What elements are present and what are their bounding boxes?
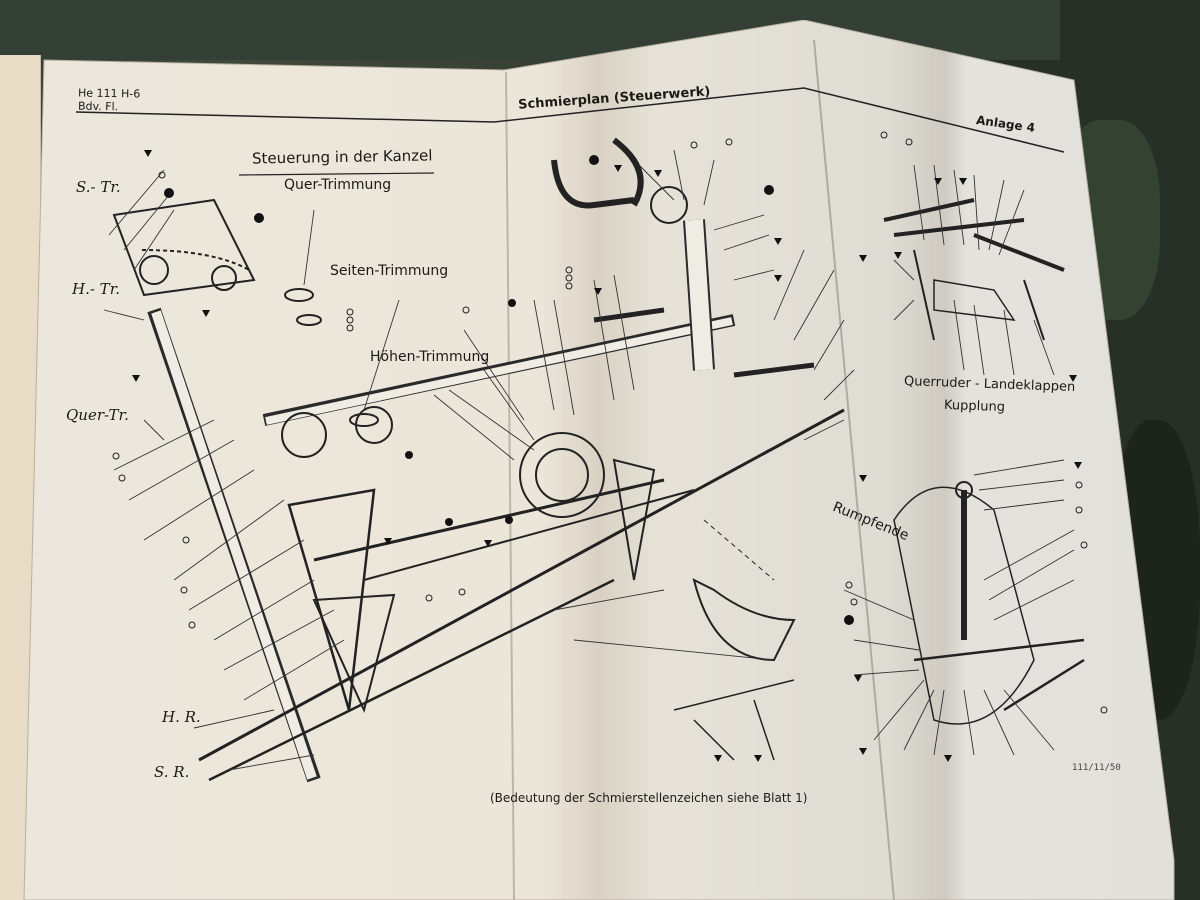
coupling-label: Kupplung — [943, 397, 1006, 416]
rudder-rod-label: S. R. — [154, 763, 190, 781]
document-code: 111/11/50 — [1072, 763, 1121, 773]
aileron-trim-label: Quer-Trimmung — [284, 177, 392, 193]
manual-sheet: He 111 H-6 Bdv. Fl. Schmierplan (Steuerw… — [14, 20, 1184, 900]
lubrication-legend-caption: (Bedeutung der Schmierstellenzeichen sie… — [490, 791, 808, 805]
aileron-trim-abbrev-label: Quer-Tr. — [66, 406, 129, 424]
elevator-trim-label: Höhen-Trimmung — [370, 349, 490, 365]
background-camo-fabric — [0, 0, 1200, 60]
elevator-trim-abbrev-label: H.- Tr. — [72, 280, 120, 298]
elevator-rod-label: H. R. — [162, 708, 201, 726]
paper-background — [23, 20, 1175, 900]
rudder-trim-label: Seiten-Trimmung — [330, 263, 449, 279]
aircraft-designation: He 111 H-6 — [77, 86, 141, 101]
document-subtitle: Bdv. Fl. — [77, 99, 119, 114]
control-system-drawing — [75, 87, 1108, 783]
rudder-trim-abbrev-label: S.- Tr. — [76, 178, 121, 196]
cockpit-controls-label: Steuerung in der Kanzel — [251, 146, 433, 168]
